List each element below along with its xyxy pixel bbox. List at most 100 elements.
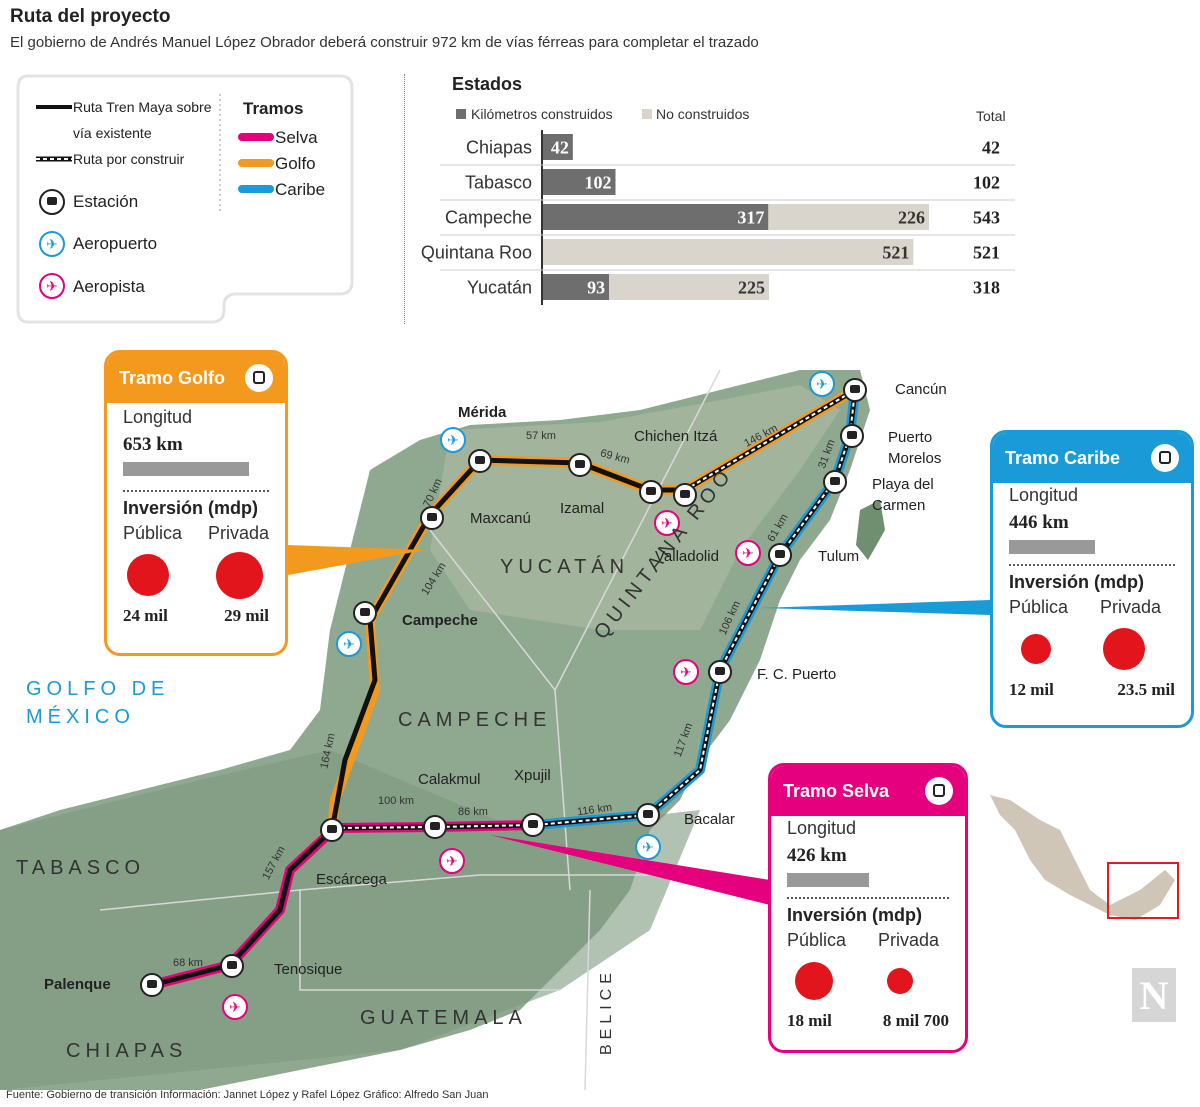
legend-box: ✈ ✈ xyxy=(16,74,354,324)
bar-value-label: 226 xyxy=(898,208,925,228)
bar-built xyxy=(543,204,769,230)
legend-station: Estación xyxy=(73,192,139,211)
tramo-selva-title: Tramo Selva xyxy=(783,780,890,801)
total-header: Total xyxy=(976,108,1006,124)
airport-campeche-icon xyxy=(336,631,362,657)
bar-value-label: 317 xyxy=(737,208,764,228)
airport-cancun-icon xyxy=(809,371,835,397)
legend-existing-1: Ruta Tren Maya sobre xyxy=(73,99,212,115)
svg-text:✈: ✈ xyxy=(661,516,673,532)
airstrip-icon xyxy=(39,273,65,299)
tramo-golfo-publica-circle xyxy=(127,554,169,596)
svg-text:✈: ✈ xyxy=(642,840,654,856)
label-tulum: Tulum xyxy=(818,548,860,565)
chart-title: Estados xyxy=(452,74,523,94)
tramo-golfo-card: Tramo Golfo Longitud 653 km Inversión (m… xyxy=(104,350,288,656)
svg-text:✈: ✈ xyxy=(229,1000,241,1016)
tramo-selva-header: Tramo Selva xyxy=(771,766,965,816)
bar-value-label: 521 xyxy=(882,243,909,263)
label-valladolid: Valladolid xyxy=(655,548,719,565)
bar-notbuilt xyxy=(609,274,770,300)
label-maxcanu: Maxcanú xyxy=(470,510,531,527)
footer-source: Fuente: Gobierno de transición Informaci… xyxy=(6,1089,489,1101)
inset-highlight-box xyxy=(1107,862,1179,919)
distance-label: 68 km xyxy=(173,957,203,969)
region-belice-label: BELICE xyxy=(598,968,615,1055)
tramo-caribe-longitud-label: Longitud xyxy=(1009,485,1079,505)
tramo-caribe-length-bar xyxy=(1009,540,1095,554)
section-divider xyxy=(404,74,405,324)
tramo-golfo-length-bar xyxy=(123,462,249,476)
tramo-golfo-label: Golfo xyxy=(275,154,316,173)
bar-built xyxy=(543,134,573,160)
tramo-golfo-publica: 24 mil xyxy=(123,606,168,625)
region-campeche-label: CAMPECHE xyxy=(398,709,552,731)
svg-text:✈: ✈ xyxy=(46,279,58,295)
label-playa-1: Playa del xyxy=(872,476,934,493)
tramo-golfo-privada: 29 mil xyxy=(224,606,269,625)
bar-value-label: 102 xyxy=(585,173,612,193)
tramo-selva-length-bar xyxy=(787,873,869,887)
legend-new-route: Ruta por construir xyxy=(73,151,185,167)
bar-built xyxy=(543,274,610,300)
label-palenque: Palenque xyxy=(44,976,111,993)
distance-label: 100 km xyxy=(378,795,415,807)
total-value: 102 xyxy=(973,173,1000,193)
label-fcpuerto: F. C. Puerto xyxy=(757,666,837,683)
bar-value-label: 42 xyxy=(551,138,569,158)
train-icon xyxy=(245,364,273,392)
label-calakmul: Calakmul xyxy=(418,771,481,788)
airport-merida-icon xyxy=(440,427,466,453)
label-puertomorelos-2: Morelos xyxy=(888,450,942,467)
svg-text:✈: ✈ xyxy=(343,637,355,653)
newspaper-logo: N xyxy=(1132,968,1176,1022)
total-value: 521 xyxy=(973,243,1000,263)
tramo-caribe-longitud: 446 km xyxy=(1009,512,1069,533)
tramo-selva-privada-label: Privada xyxy=(877,930,939,950)
legend-airstrip: Aeropista xyxy=(73,277,145,296)
category-label: Tabasco xyxy=(465,173,532,193)
airstrip-valladolid-icon xyxy=(654,510,680,536)
tramo-golfo-privada-label: Privada xyxy=(207,523,269,543)
golfo-pointer xyxy=(288,545,425,575)
legend-existing-2: vía existente xyxy=(73,125,152,141)
logo-letter: N xyxy=(1139,972,1169,1018)
legend-notbuilt-label: No construidos xyxy=(656,106,750,122)
tramo-selva-privada-circle xyxy=(887,968,913,994)
svg-text:✈: ✈ xyxy=(46,237,58,253)
tramo-selva-longitud: 426 km xyxy=(787,845,847,866)
label-izamal: Izamal xyxy=(560,500,605,517)
tramo-golfo-title: Tramo Golfo xyxy=(119,367,226,388)
category-label: Campeche xyxy=(445,208,532,228)
label-xpujil: Xpujil xyxy=(514,767,551,784)
page-subtitle: El gobierno de Andrés Manuel López Obrad… xyxy=(10,34,759,51)
tramo-golfo-longitud: 653 km xyxy=(123,434,183,455)
tramo-selva-card: Tramo Selva Longitud 426 km Inversión (m… xyxy=(768,763,968,1053)
train-icon xyxy=(925,777,953,805)
tramo-golfo-header: Tramo Golfo xyxy=(107,353,285,403)
tramo-selva-label: Selva xyxy=(275,128,318,147)
svg-text:✈: ✈ xyxy=(447,433,459,449)
airstrip-fcpuerto-icon xyxy=(673,659,699,685)
bar-built xyxy=(543,169,616,195)
tramo-selva-publica-label: Pública xyxy=(787,930,847,950)
label-campeche: Campeche xyxy=(402,612,478,629)
tramo-caribe-card: Tramo Caribe Longitud 446 km Inversión (… xyxy=(990,430,1194,728)
tramo-caribe-privada-label: Privada xyxy=(1099,597,1161,617)
label-escarcega: Escárcega xyxy=(316,871,387,888)
airstrip-palenque-icon xyxy=(222,994,248,1020)
bar-notbuilt xyxy=(543,239,914,265)
legend-notbuilt-swatch xyxy=(642,109,652,119)
region-golfo-label-2: MÉXICO xyxy=(26,706,135,728)
label-bacalar: Bacalar xyxy=(684,811,735,828)
distance-label: 57 km xyxy=(526,430,556,442)
airstrip-tulum-icon xyxy=(735,540,761,566)
svg-text:✈: ✈ xyxy=(680,665,692,681)
total-value: 42 xyxy=(982,138,1000,158)
legend-built-swatch xyxy=(456,109,466,119)
svg-text:✈: ✈ xyxy=(742,546,754,562)
tramo-caribe-header: Tramo Caribe xyxy=(993,433,1191,483)
tramo-golfo-longitud-label: Longitud xyxy=(123,407,193,427)
category-label: Yucatán xyxy=(467,278,532,298)
